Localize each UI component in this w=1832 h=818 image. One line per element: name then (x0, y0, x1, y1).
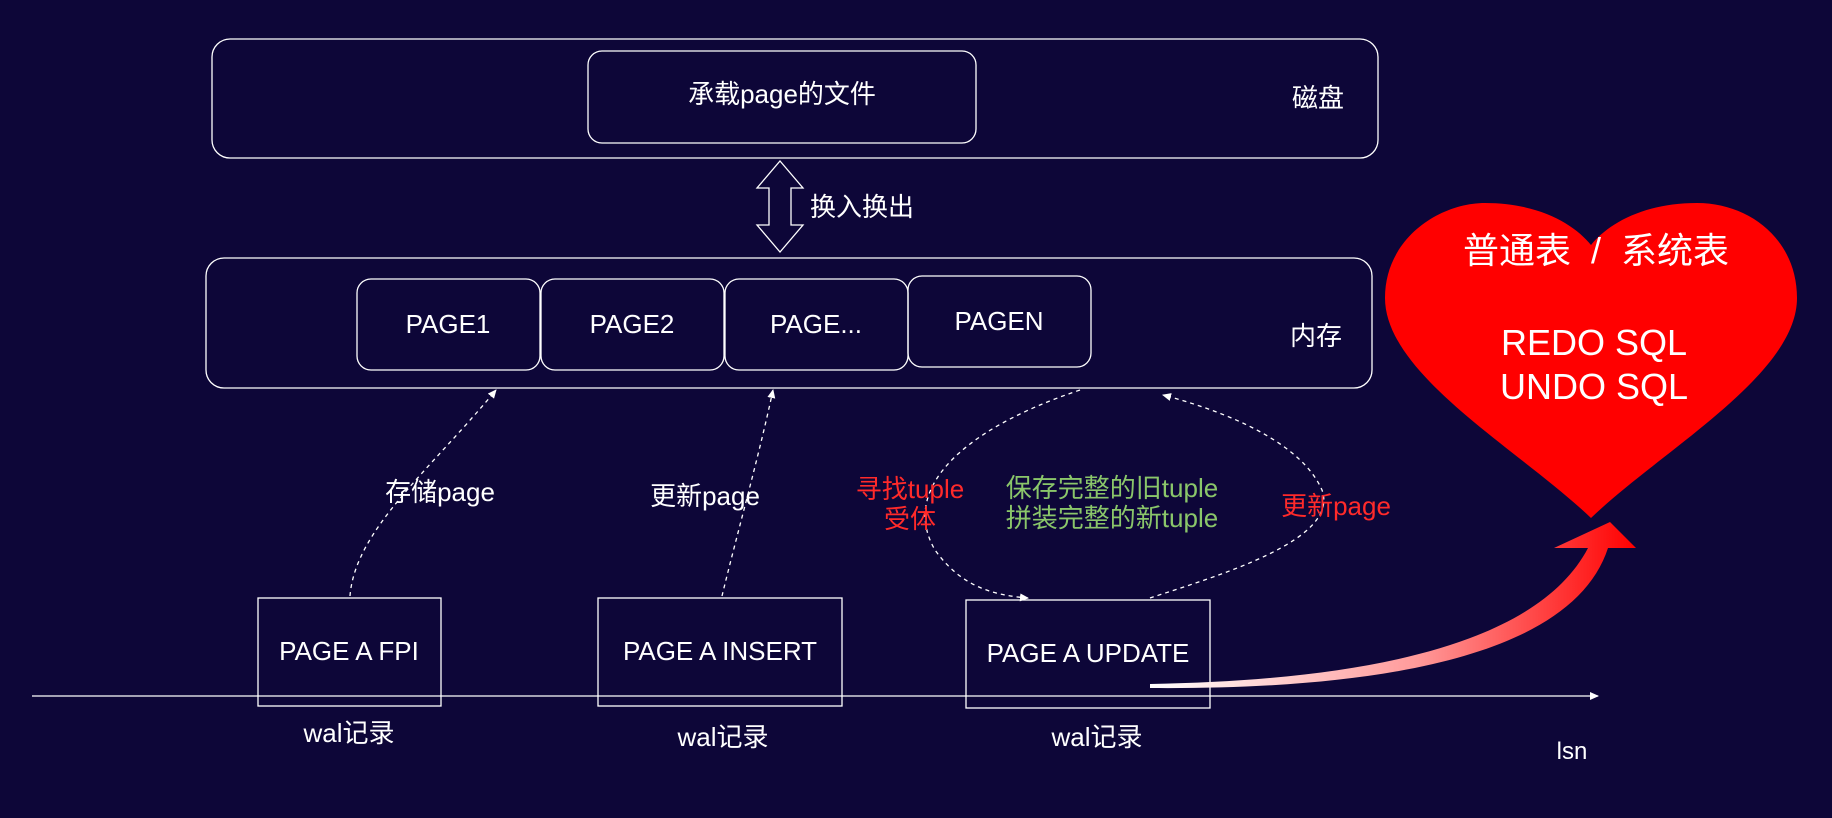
page-box-1 (356, 278, 541, 371)
page-label-3: PAGE... (770, 309, 862, 339)
save-tuple-label: 保存完整的旧tuple 拼装完整的新tuple (1005, 473, 1219, 533)
page-box-4 (907, 275, 1092, 368)
heart-undo-sql: UNDO SQL (1499, 366, 1689, 407)
wal-update-caption: wal记录 (1051, 722, 1143, 752)
heart-redo-sql: REDO SQL (1500, 322, 1688, 363)
store-page-label: 存储page (385, 477, 495, 507)
wal-insert-title: PAGE A INSERT (622, 636, 818, 666)
wal-box-insert (597, 597, 843, 707)
disk-container (211, 38, 1379, 159)
arrow-store-page (349, 389, 497, 597)
memory-container (205, 257, 1373, 389)
page-label-4: PAGEN (954, 306, 1044, 336)
arrow-update-page-back (1149, 393, 1325, 599)
swap-double-arrow (755, 159, 805, 254)
arrow-update-page (721, 389, 776, 597)
page-label-1: PAGE1 (405, 309, 491, 339)
memory-label: 内存 (1290, 321, 1343, 351)
lsn-label: lsn (1556, 738, 1588, 765)
find-tuple-label: 寻找tuple 受体 (855, 474, 965, 534)
wal-update-title: PAGE A UPDATE (986, 638, 1190, 668)
heart-table-types: 普通表 / 系统表 (1462, 230, 1730, 271)
red-curved-arrow (1150, 522, 1636, 689)
wal-box-update (965, 599, 1211, 709)
arrow-find-tuple (924, 389, 1081, 602)
page-label-2: PAGE2 (589, 309, 675, 339)
update-page-label: 更新page (650, 481, 760, 511)
disk-file-label: 承载page的文件 (688, 79, 876, 109)
disk-file-box (587, 50, 977, 144)
wal-fpi-title: PAGE A FPI (279, 636, 419, 666)
wal-fpi-caption: wal记录 (303, 718, 395, 748)
disk-label: 磁盘 (1292, 83, 1345, 113)
update-page-red-label: 更新page (1281, 491, 1391, 521)
page-box-2 (540, 278, 725, 371)
heart-shape (1385, 203, 1797, 518)
swap-label: 换入换出 (810, 192, 915, 222)
wal-box-fpi (257, 597, 442, 707)
wal-insert-caption: wal记录 (677, 722, 769, 752)
